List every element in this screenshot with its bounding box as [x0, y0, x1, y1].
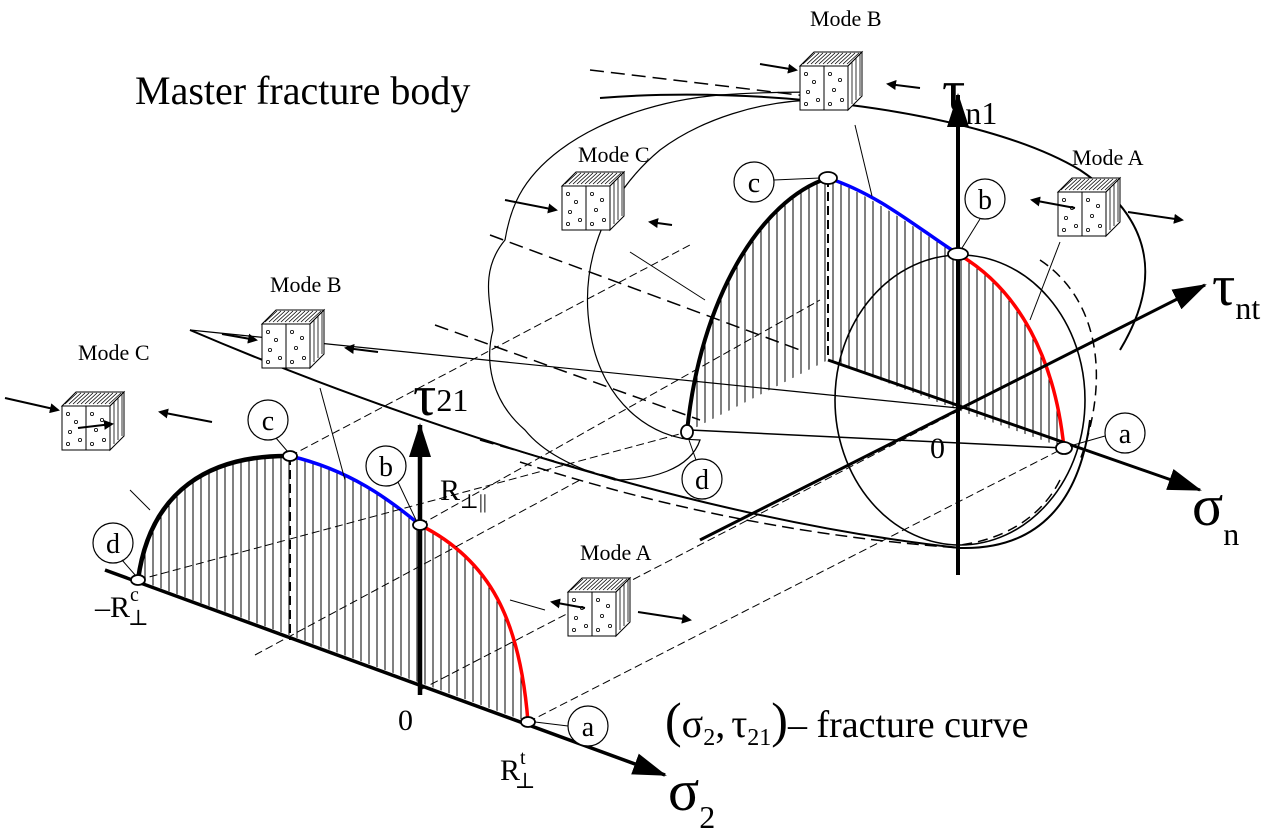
body-curve-mode-b [827, 176, 959, 256]
curve-mode-a [419, 523, 530, 723]
body-top-edge [599, 93, 1147, 351]
label-c-right: c [748, 168, 760, 199]
mode-b-label-right: Mode B [810, 6, 882, 31]
label-a-right: a [1119, 419, 1132, 450]
label-d-left: d [106, 529, 120, 560]
axis-label-tau-n1: τn1 [942, 58, 997, 131]
label-c-left: c [262, 406, 274, 437]
curve-hatched-area [138, 455, 528, 722]
label-a-left: a [582, 712, 595, 743]
label-d-right: d [695, 465, 709, 496]
mode-block-c-left [4, 391, 213, 451]
label-b-left: b [379, 452, 393, 483]
body-hatched-right [828, 178, 1064, 448]
axis-sigma-n [827, 358, 1202, 492]
mode-block-a-left [550, 577, 692, 637]
label-r-perp-c: –Rc⊥ [94, 584, 149, 630]
mode-a-label-left: Mode A [580, 540, 652, 565]
label-b-right: b [978, 185, 992, 216]
body-curve-mode-a [957, 252, 1066, 449]
axis-label-sigma-n: σn [1192, 473, 1239, 552]
curve-axes [104, 244, 1061, 777]
mode-b-label-left: Mode B [270, 272, 342, 297]
label-r-perp-par: R⊥|| [440, 474, 487, 513]
body-bottom-edge [189, 329, 1091, 550]
point-labels [92, 161, 1146, 747]
axis-label-sigma-2: σ2 [668, 758, 715, 835]
mode-block-b-right [759, 51, 921, 111]
mode-block-b-left [221, 309, 379, 369]
body-far-outline [487, 99, 821, 481]
mode-c-label-left: Mode C [78, 340, 150, 365]
axis-label-tau-21: τ21 [413, 363, 468, 428]
title: Master fracture body [135, 68, 470, 113]
origin-right: 0 [930, 432, 945, 465]
origin-left: 0 [398, 704, 413, 737]
label-r-perp-t: Rt⊥ [500, 747, 535, 793]
mode-c-label-right: Mode C [578, 142, 650, 167]
curve-mode-c [135, 453, 291, 581]
axis-sigma-2 [104, 568, 667, 777]
axis-label-tau-nt: τnt [1212, 253, 1260, 326]
fracture-curve-label: (σ2,τ21)– fracture curve [665, 692, 1028, 751]
axis-tau-nt [699, 283, 1207, 542]
body-hatched-left [687, 178, 828, 432]
point-markers [130, 171, 1073, 728]
mode-block-a-right [1030, 177, 1184, 237]
curve-mode-b [289, 454, 422, 527]
body-curve-mode-c [685, 176, 829, 433]
mode-a-label-right: Mode A [1072, 145, 1144, 170]
mode-block-c-right [504, 171, 673, 231]
